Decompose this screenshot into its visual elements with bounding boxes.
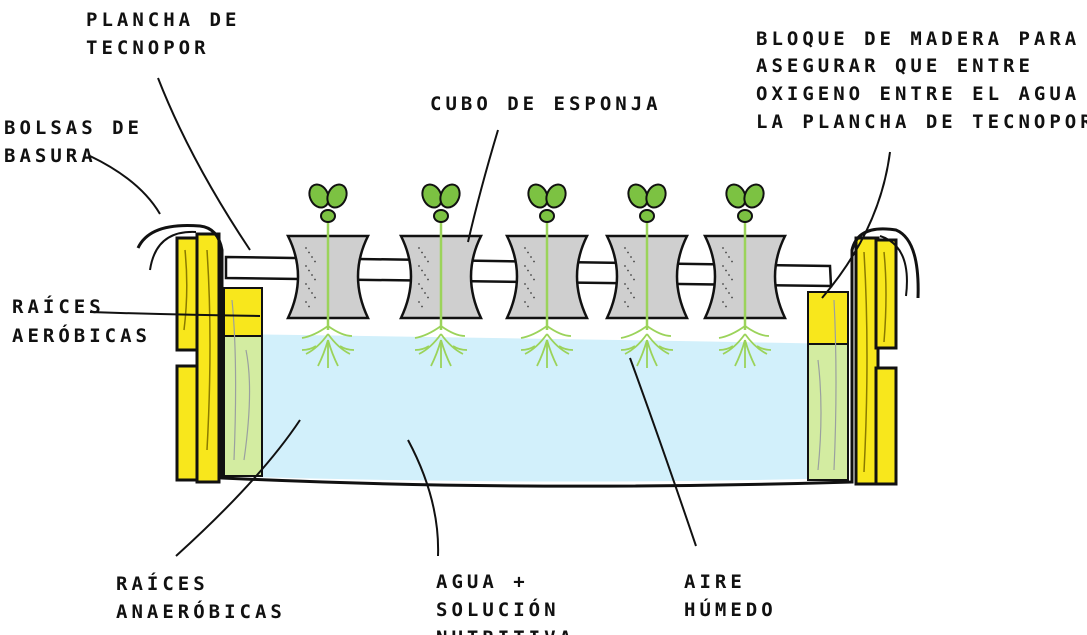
- label-plancha: PLANCHA DE TECNOPOR: [86, 9, 256, 59]
- right-wood-post: [854, 236, 898, 486]
- seedling-icon: [421, 183, 461, 223]
- seedling-icon: [308, 183, 348, 223]
- seedling-icon: [527, 183, 567, 223]
- seedling-icon: [725, 183, 765, 223]
- label-raices-anaerobicas: RAÍCES ANAERÓBICAS: [116, 572, 286, 623]
- seedling-icon: [627, 183, 667, 223]
- right-wood-block: [807, 291, 849, 481]
- trash-bag-outline: [136, 223, 920, 488]
- roots: [520, 325, 574, 368]
- plant-unit: [702, 183, 788, 368]
- left-wood-post: [175, 232, 221, 484]
- plant-unit: [504, 183, 590, 368]
- plant-unit: [604, 183, 690, 368]
- roots: [620, 325, 674, 368]
- left-wood-block: [223, 287, 263, 477]
- roots: [718, 325, 772, 368]
- plant-unit: [285, 183, 371, 368]
- label-bloque-madera: BLOQUE DE MADERA PARA ASEGURAR QUE ENTRE…: [756, 28, 1087, 133]
- roots: [301, 325, 355, 368]
- plant-unit: [398, 183, 484, 368]
- label-aire-humedo: AIRE HÚMEDO: [684, 571, 777, 621]
- label-raices-aerobicas: RAÍCES AERÓBICAS: [12, 295, 151, 347]
- label-bolsas: BOLSAS DE BASURA: [4, 117, 158, 167]
- label-cubo-esponja: CUBO DE ESPONJA: [430, 93, 662, 115]
- water-area: [222, 334, 845, 482]
- label-agua-solucion: AGUA + SOLUCIÓN NUTRITIVA: [436, 571, 575, 635]
- roots: [414, 325, 468, 368]
- leader-lines: [89, 77, 891, 557]
